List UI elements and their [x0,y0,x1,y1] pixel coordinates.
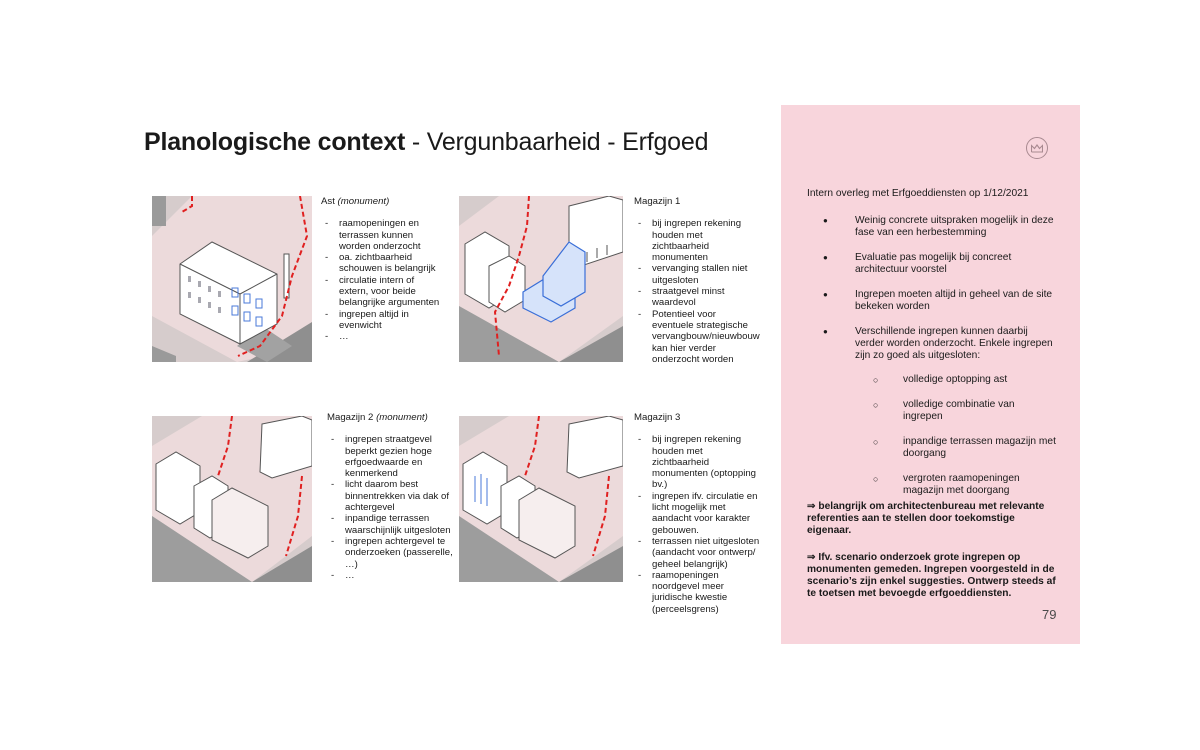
page-number: 79 [1042,607,1057,622]
sub-list-item: volledige combinatie van ingrepen [855,399,1057,423]
ast-list: raamopeningen en terrassen kunnen worden… [321,218,441,343]
magazijn3-axonometric-drawing [459,416,623,582]
list-item: oa. zichtbaarheid schouwen is belangrijk [321,252,441,275]
list-item: ingrepen ifv. circulatie en licht mogeli… [634,491,760,536]
magazijn3-list: bij ingrepen rekening houden met zichtba… [634,434,760,615]
magazijn2-suffix: (monument) [376,412,428,423]
ast-name: Ast [321,196,335,207]
sidebar-subbullet-list: volledige optopping ast volledige combin… [855,374,1057,497]
magazijn2-axonometric-drawing [152,416,312,582]
magazijn1-name: Magazijn 1 [634,196,681,207]
sidebar-intro: Intern overleg met Erfgoeddiensten op 1/… [807,188,1029,199]
list-item: terrassen niet uitgesloten (aandacht voo… [634,536,760,570]
title-rest: - Vergunbaarheid - Erfgoed [405,128,709,156]
list-item: circulatie intern of extern, voor beide … [321,275,441,309]
list-item: Evaluatie pas mogelijk bij concreet arch… [807,252,1057,276]
list-item: bij ingrepen rekening houden met zichtba… [634,218,760,263]
list-item: licht daarom best binnentrekken via dak … [327,479,453,513]
magazijn2-list: ingrepen straatgevel beperkt gezien hoge… [327,434,453,581]
list-item: inpandige terrassen waarschijnlijk uitge… [327,513,453,536]
sub-list-item: inpandige terrassen magazijn met doorgan… [855,436,1057,460]
list-item: ingrepen altijd in evenwicht [321,309,441,332]
list-item: … [327,570,453,582]
magazijn3-caption: Magazijn 3 bij ingrepen rekening houden … [634,412,760,615]
list-item: … [321,331,441,343]
list-item: vervanging stallen niet uitgesloten [634,263,760,286]
ast-heading: Ast (monument) [321,196,441,207]
magazijn3-heading: Magazijn 3 [634,412,760,423]
magazijn1-heading: Magazijn 1 [634,196,760,207]
magazijn3-name: Magazijn 3 [634,412,681,423]
ast-axonometric-drawing [152,196,312,362]
list-item-text: Verschillende ingrepen kunnen daarbij ve… [855,326,1053,361]
list-item: Verschillende ingrepen kunnen daarbij ve… [807,326,1057,497]
magazijn2-caption: Magazijn 2 (monument) ingrepen straatgev… [327,412,453,581]
title-bold: Planologische context [144,128,406,156]
magazijn2-heading: Magazijn 2 (monument) [327,412,453,423]
list-item: straatgevel minst waardevol [634,286,760,309]
list-item: ingrepen straatgevel beperkt gezien hoge… [327,434,453,479]
list-item: Potentieel voor eventuele strategische v… [634,309,760,365]
list-item: Ingrepen moeten altijd in geheel van de … [807,289,1057,313]
sidebar-panel: Intern overleg met Erfgoeddiensten op 1/… [781,105,1080,644]
crown-icon [1026,137,1048,159]
page-title: Planologische context - Vergunbaarheid -… [144,128,708,157]
sidebar-bullet-list: Weinig concrete uitspraken mogelijk in d… [807,215,1057,510]
list-item: Weinig concrete uitspraken mogelijk in d… [807,215,1057,239]
sub-list-item: volledige optopping ast [855,374,1057,386]
magazijn1-list: bij ingrepen rekening houden met zichtba… [634,218,760,365]
ast-suffix: (monument) [337,196,390,207]
magazijn2-name: Magazijn 2 [327,412,374,423]
ast-caption: Ast (monument) raamopeningen en terrasse… [321,196,441,343]
sub-list-item: vergroten raamopeningen magazijn met doo… [855,473,1057,497]
list-item: raamopeningen en terrassen kunnen worden… [321,218,441,252]
list-item: ingrepen achtergevel te onderzoeken (pas… [327,536,453,570]
magazijn1-axonometric-drawing [459,196,623,362]
list-item: raamopeningen noordgevel meer juridische… [634,570,760,615]
sidebar-note-architect: ⇒ belangrijk om architectenbureau met re… [807,501,1045,536]
sidebar-note-scenario: ⇒ Ifv. scenario onderzoek grote ingrepen… [807,552,1056,599]
list-item: bij ingrepen rekening houden met zichtba… [634,434,760,490]
magazijn1-caption: Magazijn 1 bij ingrepen rekening houden … [634,196,760,365]
